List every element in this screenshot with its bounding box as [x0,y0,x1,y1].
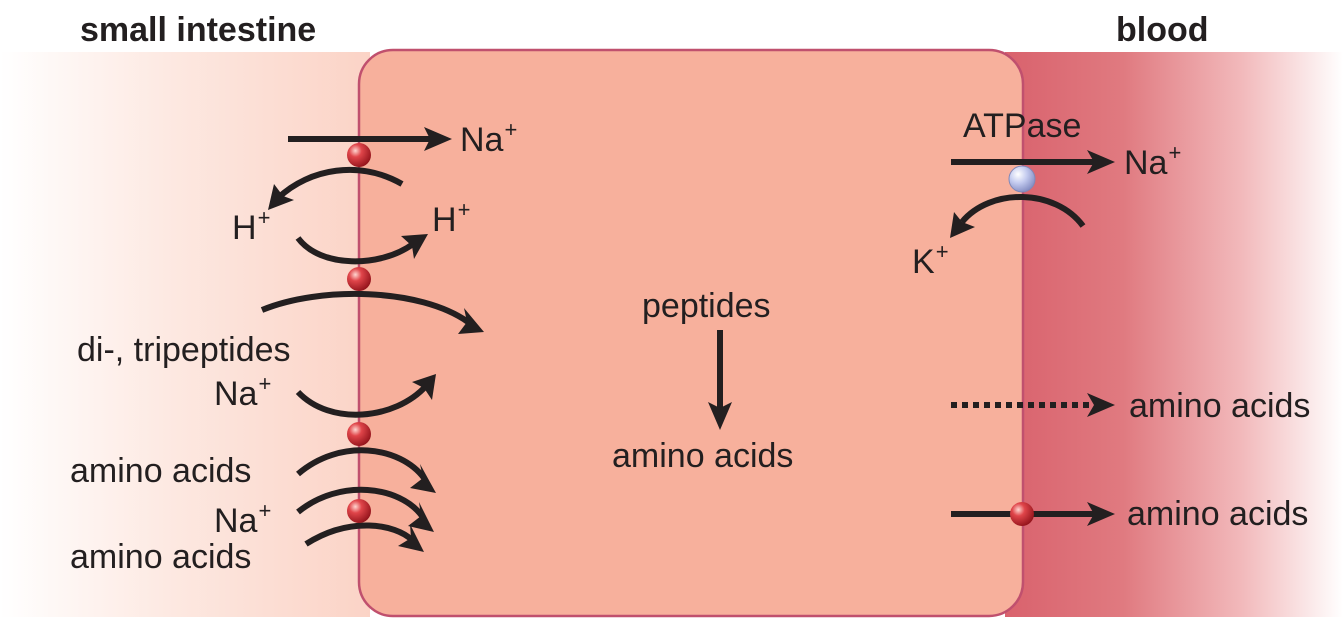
blood-region [1005,52,1343,617]
h-efflux-label: H+ [232,205,271,247]
amino-acids-label-1: amino acids [70,452,252,490]
amino-acid-arrow-1 [296,447,427,480]
na-channel-transporter-icon [347,143,371,167]
peptide-influx-arrowhead [458,308,484,334]
h-influx-arrowhead [401,234,428,259]
h-influx-arrow [295,236,415,265]
cell-amino-acids-label: amino acids [612,437,794,475]
basolateral-carrier-icon [1010,502,1034,526]
na-influx-arrowhead [424,127,452,151]
amino-acids-carrier-label: amino acids [1127,495,1309,533]
h-efflux-arrowhead [268,184,294,210]
hydrolysis-arrowhead [708,402,732,430]
na-cotransport-label: Na+ [214,371,272,413]
na-efflux-arrowhead [1087,150,1115,174]
na-cotransport-arrowhead [412,374,436,400]
amino-acid-diffusion-arrowhead [1087,393,1115,417]
na-amino-label: Na+ [214,498,272,540]
lumen-region [0,52,370,617]
peptide-influx-arrow [260,290,470,325]
na-h-exchanger-transporter-icon [347,267,371,291]
small-intestine-header: small intestine [80,11,317,49]
k-influx-label: K+ [912,239,949,281]
k-influx-arrow [959,194,1086,228]
amino-acid-transporter-icon [347,499,371,523]
k-influx-arrowhead [950,212,975,238]
na-k-atpase-pump-icon [1008,165,1036,193]
amino-acid-arrowhead-2 [408,502,434,532]
na-amino-cotransporter-icon [347,422,371,446]
amino-acid-arrowhead-1 [410,464,436,493]
na-efflux-label: Na+ [1124,140,1182,182]
peptides-label: peptides [642,287,771,325]
amino-acid-arrow-3 [304,522,415,547]
atpase-label: ATPase [963,107,1082,145]
amino-acid-arrow-2 [296,486,425,518]
na-influx-label: Na+ [460,117,518,159]
amino-acid-arrowhead-3 [398,524,424,552]
na-cotransport-arrow [295,383,429,418]
h-influx-label: H+ [432,197,471,239]
di-tripeptides-label: di-, tripeptides [77,331,291,369]
h-efflux-arrow [275,166,404,201]
amino-acids-diffusion-label: amino acids [1129,387,1311,425]
amino-acids-label-2: amino acids [70,538,252,576]
amino-acid-carrier-arrowhead [1087,502,1115,526]
enterocyte-cell [357,48,1025,618]
blood-header: blood [1116,11,1209,49]
